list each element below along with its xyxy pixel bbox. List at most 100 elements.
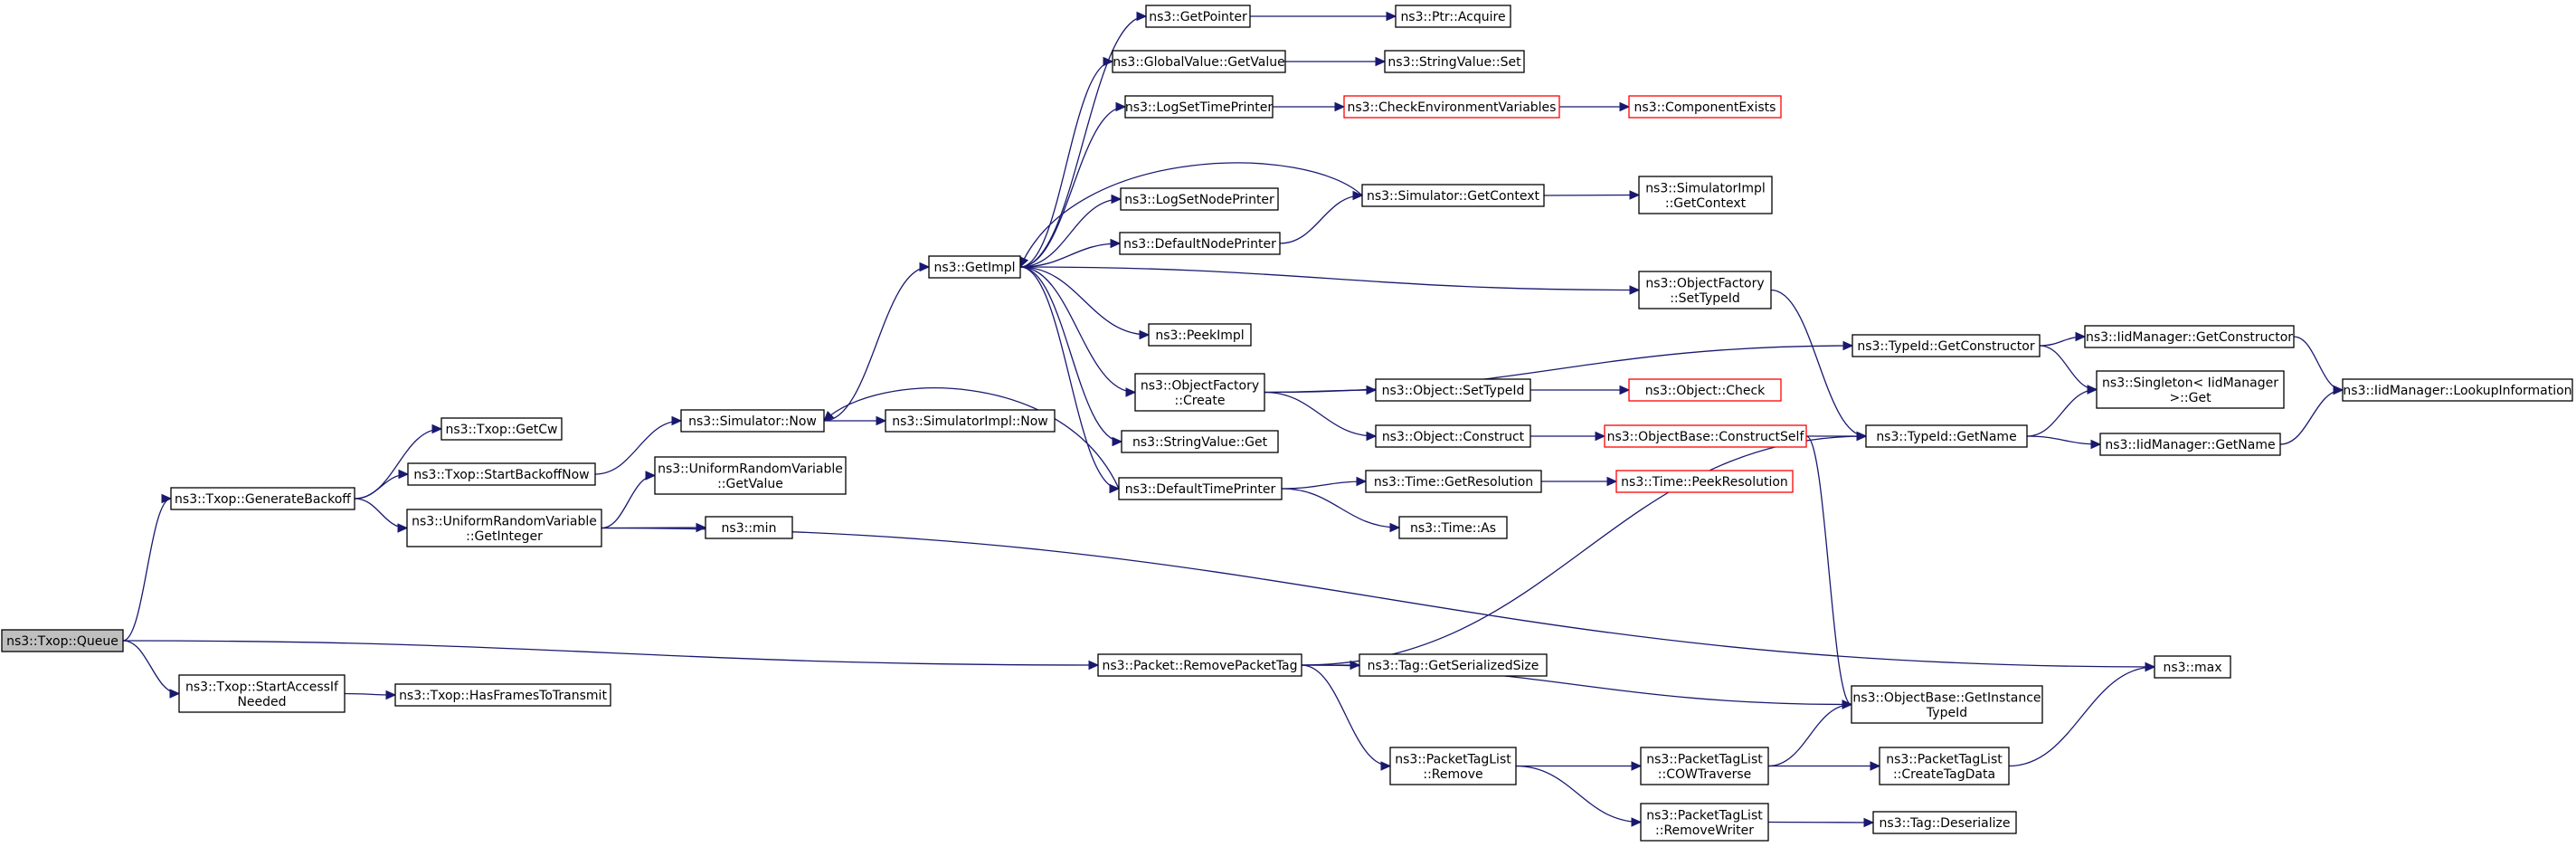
edge-iidGetConstructor-to-iidLookup: [2293, 336, 2344, 391]
graph-node-ptlCow[interactable]: ns3::PacketTagList::COWTraverse: [1640, 747, 1769, 785]
node-label: TypeId: [1926, 706, 1967, 720]
node-label: ns3::max: [2163, 661, 2221, 675]
node-label: ns3::ObjectBase::GetInstance: [1852, 690, 2041, 705]
graph-node-removePacketTag[interactable]: ns3::Packet::RemovePacketTag: [1097, 653, 1302, 677]
edge-ptlRemove-to-ptlRemoveWriter: [1515, 765, 1642, 823]
graph-node-defTimePrinter[interactable]: ns3::DefaultTimePrinter: [1118, 477, 1283, 500]
arrowhead: [1375, 56, 1387, 67]
graph-node-urvGetInteger[interactable]: ns3::UniformRandomVariable::GetInteger: [406, 509, 602, 547]
node-box: [680, 409, 825, 433]
node-box: [1365, 470, 1542, 493]
graph-node-simImplNow[interactable]: ns3::SimulatorImpl::Now: [885, 409, 1056, 433]
graph-node-iidGetName[interactable]: ns3::IidManager::GetName: [2099, 433, 2281, 456]
node-box: [1148, 323, 1252, 347]
graph-node-simImplGetContext[interactable]: ns3::SimulatorImpl::GetContext: [1638, 176, 1773, 214]
graph-node-ptlRemove[interactable]: ns3::PacketTagList::Remove: [1389, 747, 1517, 785]
graph-node-queue[interactable]: ns3::Txop::Queue: [1, 629, 124, 652]
arrowhead: [397, 523, 409, 533]
graph-node-getImpl[interactable]: ns3::GetImpl: [928, 255, 1021, 279]
graph-node-genBackoff[interactable]: ns3::Txop::GenerateBackoff: [170, 487, 355, 510]
node-box: [1375, 424, 1531, 448]
graph-node-logSetNode[interactable]: ns3::LogSetNodePrinter: [1120, 187, 1279, 211]
graph-node-ofCreate[interactable]: ns3::ObjectFactory::Create: [1134, 373, 1265, 412]
edge-simGetContext-to-simImplGetContext: [1543, 194, 1640, 196]
node-label: ns3::TypeId::GetConstructor: [1857, 339, 2034, 354]
edge-urvGetInteger-to-max: [601, 527, 2155, 668]
graph-node-getCw[interactable]: ns3::Txop::GetCw: [440, 417, 563, 441]
node-label: ns3::GetImpl: [933, 261, 1015, 275]
graph-node-ptlCreateTagData[interactable]: ns3::PacketTagList::CreateTagData: [1879, 747, 2010, 785]
graph-node-startBackoffNow[interactable]: ns3::Txop::StartBackoffNow: [407, 462, 596, 486]
graph-node-compExists[interactable]: ns3::ComponentExists: [1628, 95, 1782, 119]
graph-node-iidGetConstructor[interactable]: ns3::IidManager::GetConstructor: [2084, 325, 2295, 348]
graph-node-objConstruct[interactable]: ns3::Object::Construct: [1375, 424, 1531, 448]
node-label: ns3::LogSetNodePrinter: [1124, 193, 1274, 207]
graph-node-svGet[interactable]: ns3::StringValue::Get: [1121, 430, 1279, 453]
graph-node-iidLookup[interactable]: ns3::IidManager::LookupInformation: [2342, 378, 2573, 402]
graph-node-typeIdGetName[interactable]: ns3::TypeId::GetName: [1865, 424, 2028, 448]
arrowhead: [696, 522, 707, 533]
graph-node-checkEnv[interactable]: ns3::CheckEnvironmentVariables: [1343, 95, 1560, 119]
graph-node-tagSerSize[interactable]: ns3::Tag::GetSerializedSize: [1359, 653, 1548, 677]
node-label: >::Get: [2169, 391, 2211, 405]
graph-node-ptlRemoveWriter[interactable]: ns3::PacketTagList::RemoveWriter: [1640, 803, 1769, 842]
graph-node-typeIdGetConstructor[interactable]: ns3::TypeId::GetConstructor: [1852, 334, 2041, 357]
node-label: ns3::Singleton< IidManager: [2102, 376, 2278, 390]
arrowhead: [1115, 101, 1127, 112]
graph-node-defNodePrinter[interactable]: ns3::DefaultNodePrinter: [1119, 232, 1281, 255]
node-label: ::SetTypeId: [1670, 291, 1740, 306]
graph-node-urvGetValue[interactable]: ns3::UniformRandomVariable::GetValue: [654, 456, 847, 495]
edge-typeIdGetName-to-singletonGet: [2026, 388, 2098, 437]
node-label: ::CreateTagData: [1893, 767, 1995, 782]
edge-getImpl-to-logSetTime: [1019, 106, 1126, 268]
graph-node-obConstructSelf[interactable]: ns3::ObjectBase::ConstructSelf: [1604, 424, 1807, 448]
node-box: [1375, 378, 1531, 402]
graph-node-gvGetValue[interactable]: ns3::GlobalValue::GetValue: [1112, 50, 1286, 73]
edge-getImpl-to-defNodePrinter: [1019, 243, 1121, 268]
arrowhead: [1606, 476, 1618, 487]
node-box: [1120, 187, 1279, 211]
edge-defTimePrinter-to-simNow: [823, 387, 1120, 490]
graph-node-timeAs[interactable]: ns3::Time::As: [1398, 516, 1508, 539]
node-label: ns3::ObjectFactory: [1645, 276, 1764, 290]
node-label: ns3::StringValue::Set: [1387, 55, 1521, 70]
arrowhead: [1386, 11, 1397, 22]
node-label: ns3::Packet::RemovePacketTag: [1102, 659, 1297, 673]
node-box: [1640, 803, 1769, 842]
arrowhead: [1870, 761, 1881, 771]
node-label: ns3::GlobalValue::GetValue: [1113, 55, 1284, 70]
graph-node-max[interactable]: ns3::max: [2154, 655, 2231, 679]
graph-node-getPointer[interactable]: ns3::GetPointer: [1145, 5, 1251, 28]
graph-node-peekImpl[interactable]: ns3::PeekImpl: [1148, 323, 1252, 347]
edge-ofCreate-to-typeIdGetConstructor: [1264, 345, 1853, 394]
graph-node-svSet[interactable]: ns3::StringValue::Set: [1384, 50, 1525, 73]
nodes-layer: ns3::Txop::Queue ns3::Txop::GenerateBacko…: [1, 5, 2573, 842]
graph-node-timePeekRes[interactable]: ns3::Time::PeekResolution: [1615, 470, 1794, 493]
arrowhead: [1103, 56, 1114, 67]
graph-node-singletonGet[interactable]: ns3::Singleton< IidManager>::Get: [2096, 370, 2285, 409]
graph-node-objSetTypeId[interactable]: ns3::Object::SetTypeId: [1375, 378, 1531, 402]
node-box: [1119, 232, 1281, 255]
graph-node-simNow[interactable]: ns3::Simulator::Now: [680, 409, 825, 433]
arrowhead: [1842, 340, 1854, 351]
edge-queue-to-startAccess: [122, 640, 180, 695]
arrowhead: [1631, 761, 1643, 771]
node-label: ::COWTraverse: [1658, 767, 1751, 782]
graph-node-ptrAcquire[interactable]: ns3::Ptr::Acquire: [1395, 5, 1511, 28]
graph-node-ofSetTypeId[interactable]: ns3::ObjectFactory::SetTypeId: [1638, 271, 1772, 309]
edge-getImpl-to-gvGetValue: [1019, 61, 1113, 268]
graph-node-logSetTime[interactable]: ns3::LogSetTimePrinter: [1124, 95, 1274, 119]
graph-node-timeGetRes[interactable]: ns3::Time::GetResolution: [1365, 470, 1542, 493]
edge-getImpl-to-logSetNode: [1019, 198, 1122, 268]
arrowhead: [1631, 817, 1643, 827]
graph-node-hasFrames[interactable]: ns3::Txop::HasFramesToTransmit: [394, 683, 611, 707]
edge-iidGetName-to-iidLookup: [2279, 389, 2344, 445]
graph-node-tagDeserialize[interactable]: ns3::Tag::Deserialize: [1872, 811, 2017, 834]
node-label: ns3::Tag::GetSerializedSize: [1368, 659, 1539, 673]
graph-node-simGetContext[interactable]: ns3::Simulator::GetContext: [1361, 184, 1545, 207]
graph-node-min[interactable]: ns3::min: [705, 516, 793, 539]
node-box: [1145, 5, 1251, 28]
graph-node-objCheck[interactable]: ns3::Object::Check: [1628, 378, 1782, 402]
